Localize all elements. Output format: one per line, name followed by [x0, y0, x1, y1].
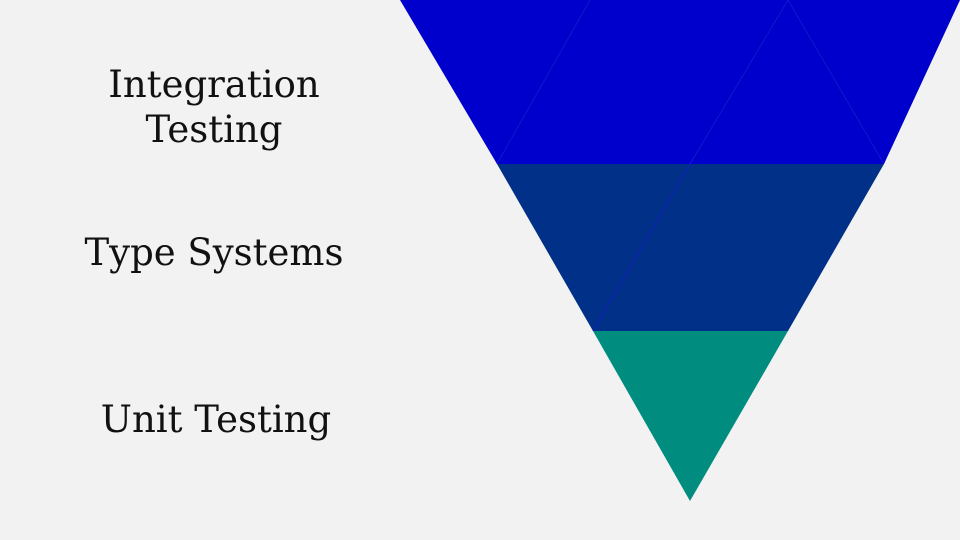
label-integration-testing: Integration Testing — [54, 62, 374, 152]
grid-line — [496, 0, 591, 165]
label-unit-testing-line-1: Unit Testing — [100, 398, 332, 441]
layer-unit-testing — [593, 331, 788, 501]
triangle-grid-lines — [496, 0, 885, 332]
label-unit-testing: Unit Testing — [52, 397, 380, 442]
grid-line — [787, 0, 885, 165]
label-type-systems: Type Systems — [48, 230, 380, 275]
label-integration-testing-line-2: Testing — [145, 108, 283, 151]
layer-integration-testing — [400, 0, 960, 164]
grid-line — [592, 163, 691, 332]
layer-type-systems — [497, 164, 884, 331]
label-integration-testing-line-1: Integration — [108, 63, 320, 106]
label-type-systems-line-1: Type Systems — [84, 231, 344, 274]
grid-line — [689, 0, 789, 165]
